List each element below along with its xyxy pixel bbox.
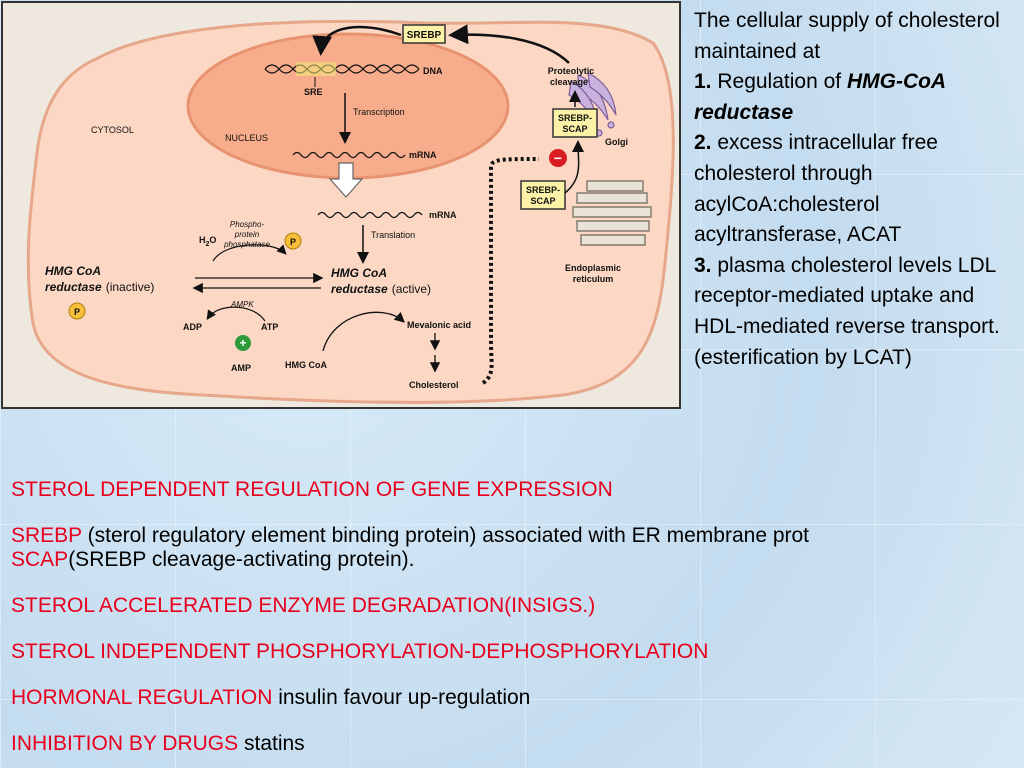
regulation-list: STEROL DEPENDENT REGULATION OF GENE EXPR… [11, 478, 1016, 756]
adp-label: ADP [183, 322, 202, 332]
sre-label: SRE [304, 87, 323, 97]
er-label-1: Endoplasmic [565, 263, 621, 273]
nucleus-label: NUCLEUS [225, 133, 268, 143]
regulation-item-hormonal: HORMONAL REGULATION insulin favour up-re… [11, 686, 531, 709]
srebp-scap-er-a: SREBP- [526, 185, 560, 195]
regulation-item-sterol-dependent: STEROL DEPENDENT REGULATION OF GENE EXPR… [11, 478, 613, 501]
hmg-active-2: reductase(active) [331, 282, 431, 296]
hmg-coa-to-mevalonic-curve [322, 311, 405, 352]
cleavage-label: cleavage [550, 77, 588, 87]
nucleus [186, 32, 510, 180]
side-explanation: The cellular supply of cholesterol maint… [694, 6, 1016, 373]
srebp-scap-golgi-b: SCAP [562, 124, 587, 134]
mevalonic-label: Mevalonic acid [407, 320, 471, 330]
srebp-box-top [402, 24, 446, 44]
srebp-top-label: SREBP [407, 30, 442, 41]
sre-highlight [296, 62, 336, 76]
regulation-item-scap: SCAP(SREBP cleavage-activating protein). [11, 548, 415, 571]
mrna-cytoplasmic-label: mRNA [429, 210, 457, 220]
phosphate-bound-icon [68, 302, 86, 320]
proteolytic-label: Proteolytic [548, 66, 595, 76]
transcription-label: Transcription [353, 107, 405, 117]
side-point-2: 2. excess intracellular free cholesterol… [694, 131, 938, 247]
phosphate-bound-text: P [74, 307, 80, 317]
export-arrow [328, 162, 364, 198]
phospho-label-1: Phospho- [230, 220, 265, 229]
golgi-label: Golgi [605, 137, 628, 147]
atp-label: ATP [261, 322, 278, 332]
srebp-scap-box-golgi [552, 108, 598, 138]
inhibition-minus-text: − [554, 150, 562, 166]
regulation-item-insigs: STEROL ACCELERATED ENZYME DEGRADATION(IN… [11, 594, 596, 617]
phosphate-released-text: P [290, 237, 296, 247]
side-point-1: 1. Regulation of HMG-CoA reductase [694, 70, 946, 124]
srebp-scap-golgi-a: SREBP- [558, 113, 592, 123]
cytosol-label: CYTOSOL [91, 125, 134, 135]
side-intro: The cellular supply of cholesterol maint… [694, 9, 1000, 63]
mrna-nuclear [292, 151, 406, 159]
hmg-inactive-2: reductase(inactive) [45, 280, 154, 294]
hmg-coa-label: HMG CoA [285, 360, 327, 370]
regulation-item-drugs: INHIBITION BY DRUGS statins [11, 732, 305, 755]
phosphorylation-curve [206, 306, 266, 322]
mrna-nuclear-label: mRNA [409, 150, 437, 160]
er-label-2: reticulum [573, 274, 614, 284]
dna-label: DNA [423, 66, 443, 76]
amp-plus-text: + [239, 336, 246, 350]
amp-activation-plus-icon [235, 335, 251, 351]
amp-label: AMP [231, 363, 251, 373]
cholesterol-label: Cholesterol [409, 380, 459, 390]
er-to-golgi-arrow [564, 140, 585, 194]
pathway-diagram: SREBP DNA SRE Transcription CYTOSOL NUCL… [1, 1, 681, 409]
srebp-scap-box-er [520, 180, 566, 210]
dna-helix [264, 64, 420, 74]
cleavage-arrow [448, 24, 570, 64]
phospho-label-3: phosphatase [223, 240, 270, 249]
endoplasmic-reticulum [572, 180, 652, 246]
mrna-cytoplasmic [317, 211, 423, 219]
hmg-active-1: HMG CoA [331, 266, 387, 280]
side-point-3: 3. plasma cholesterol levels LDL recepto… [694, 253, 1000, 369]
srebp-to-dna-arrow [312, 25, 402, 56]
inhibition-minus-icon [549, 149, 567, 167]
ampk-label: AMPK [230, 300, 254, 309]
regulation-item-phosphorylation: STEROL INDEPENDENT PHOSPHORYLATION-DEPHO… [11, 640, 709, 663]
dephosphorylation-curve [212, 244, 287, 262]
regulation-item-srebp: SREBP (sterol regulatory element binding… [11, 524, 810, 547]
phosphate-released-icon [284, 232, 302, 250]
translation-label: Translation [371, 230, 415, 240]
phospho-label-2: protein [234, 230, 260, 239]
cholesterol-feedback-dotted [481, 157, 540, 385]
srebp-scap-er-b: SCAP [530, 196, 555, 206]
hmg-inactive-1: HMG CoA [45, 264, 101, 278]
h2o-label: H2O [199, 235, 216, 248]
